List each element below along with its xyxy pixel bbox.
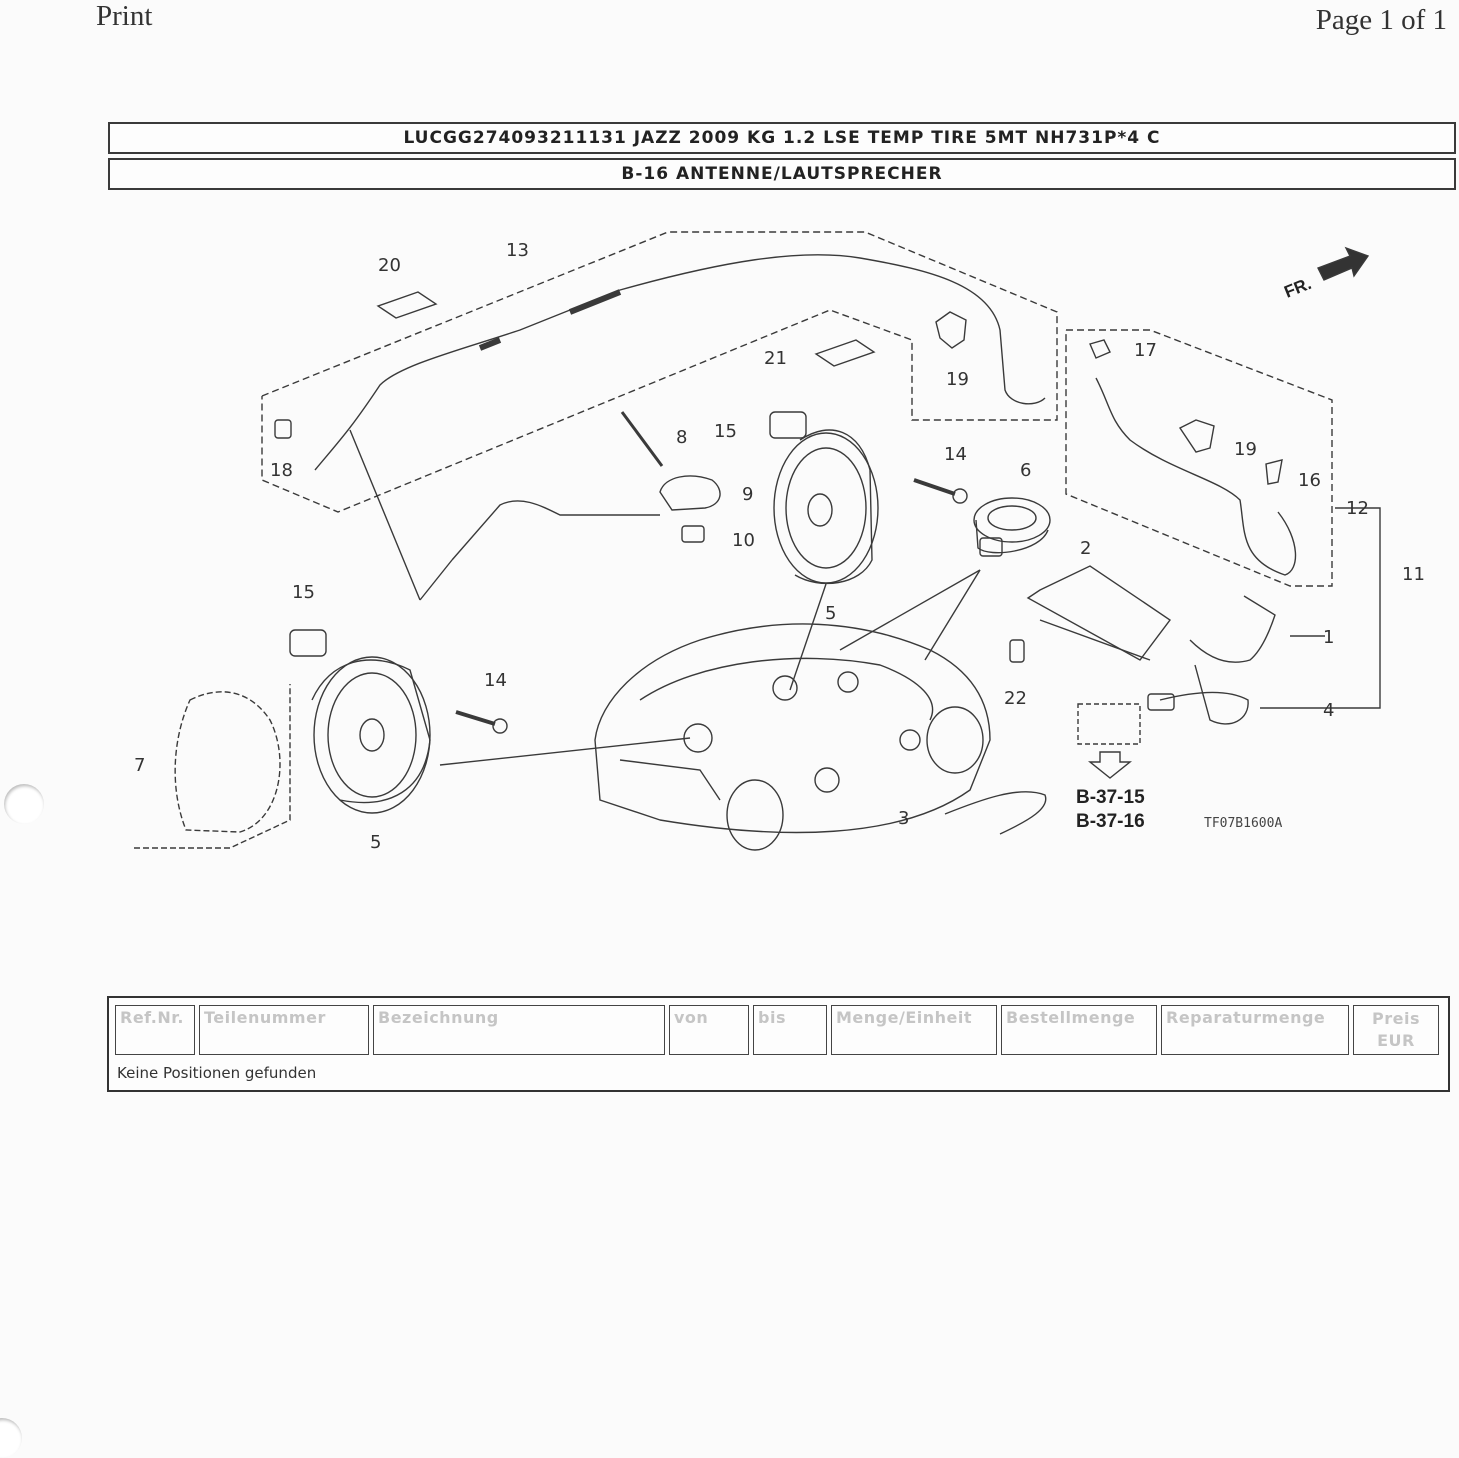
col-von: von: [669, 1005, 749, 1055]
col-bezeichnung: Bezeichnung: [373, 1005, 665, 1055]
antenna-nut-10: [681, 525, 705, 543]
callout-19-right: 19: [1234, 439, 1257, 460]
reference-b-37-16: B-37-16: [1076, 811, 1145, 832]
grille-15-left: [289, 629, 327, 657]
right-antenna-cable: [1095, 377, 1297, 576]
pad-21: [814, 339, 876, 367]
section-title: B-16 ANTENNE/LAUTSPRECHER: [108, 158, 1456, 190]
callout-8: 8: [676, 427, 687, 448]
cable-3: [944, 791, 1047, 835]
callout-20: 20: [378, 255, 401, 276]
callout-17: 17: [1134, 340, 1157, 361]
reference-b-37-15: B-37-15: [1076, 787, 1145, 808]
front-direction-label: FR.: [1282, 274, 1315, 302]
callout-14-upper: 14: [944, 444, 967, 465]
callout-15-lower: 15: [292, 582, 315, 603]
pad-20: [376, 291, 438, 319]
col-bestellmenge: Bestellmenge: [1001, 1005, 1157, 1055]
col-bis: bis: [753, 1005, 827, 1055]
right-cable-panel: [1065, 329, 1333, 587]
callout-1: 1: [1323, 627, 1334, 648]
callout-11: 11: [1402, 564, 1425, 585]
callout-5-upper: 5: [825, 603, 836, 624]
callout-3: 3: [898, 808, 909, 829]
callout-7: 7: [134, 755, 145, 776]
callout-9: 9: [742, 484, 753, 505]
callout-22: 22: [1004, 688, 1027, 709]
rod-antenna: [620, 411, 664, 467]
cable-panel-outline: [261, 231, 1058, 513]
reference-box: [1077, 703, 1141, 745]
callout-19-top: 19: [946, 369, 969, 390]
callout-6: 6: [1020, 460, 1031, 481]
clip-16: [1265, 459, 1283, 485]
col-ref-nr: Ref.Nr.: [115, 1005, 195, 1055]
punch-hole-top: [4, 784, 44, 824]
grille-15-top: [769, 411, 807, 439]
drawing-code: TF07B1600A: [1204, 816, 1282, 831]
callout-15-upper: 15: [714, 421, 737, 442]
clip-18: [274, 419, 292, 439]
callout-21: 21: [764, 348, 787, 369]
clip-17: [1089, 339, 1111, 359]
antenna-base: [659, 475, 721, 511]
car-outline: [594, 623, 991, 851]
speaker-cover-7: [174, 691, 281, 833]
callout-16: 16: [1298, 470, 1321, 491]
callout-5-lower: 5: [370, 832, 381, 853]
col-preis-eur: Preis EUR: [1353, 1005, 1439, 1055]
parts-diagram: 1 2 3 4 5 5 6 7 8 9 10 11 12 13 14 14 15…: [134, 231, 1425, 853]
harness-1: [1189, 595, 1276, 663]
parts-table: Ref.Nr. Teilenummer Bezeichnung von bis …: [107, 996, 1450, 1092]
punch-hole-bottom: [0, 1418, 22, 1458]
callout-2: 2: [1080, 538, 1091, 559]
callout-18: 18: [270, 460, 293, 481]
col-teilenummer: Teilenummer: [199, 1005, 369, 1055]
callout-13: 13: [506, 240, 529, 261]
vehicle-title: LUCGG274093211131 JAZZ 2009 KG 1.2 LSE T…: [108, 122, 1456, 154]
empty-results-message: Keine Positionen gefunden: [117, 1064, 317, 1082]
clip-19-right: [1178, 419, 1215, 453]
col-menge-einheit: Menge/Einheit: [831, 1005, 997, 1055]
amplifier-2: [1026, 565, 1172, 661]
antenna-feeder: [451, 500, 660, 561]
callout-4: 4: [1323, 700, 1334, 721]
callout-14-lower: 14: [484, 670, 507, 691]
harness-4: [1159, 664, 1249, 725]
callout-12: 12: [1346, 498, 1369, 519]
col-reparaturmenge: Reparaturmenge: [1161, 1005, 1349, 1055]
clip-19-top: [935, 311, 967, 349]
print-header: Print: [96, 0, 153, 32]
tweeter-6: [973, 497, 1051, 543]
callout-10: 10: [732, 530, 755, 551]
page-number: Page 1 of 1: [1315, 4, 1447, 36]
speaker-upper-rim: [773, 432, 879, 584]
speaker-lower-rim: [313, 656, 431, 814]
roof-antenna-cable: [314, 254, 1046, 471]
